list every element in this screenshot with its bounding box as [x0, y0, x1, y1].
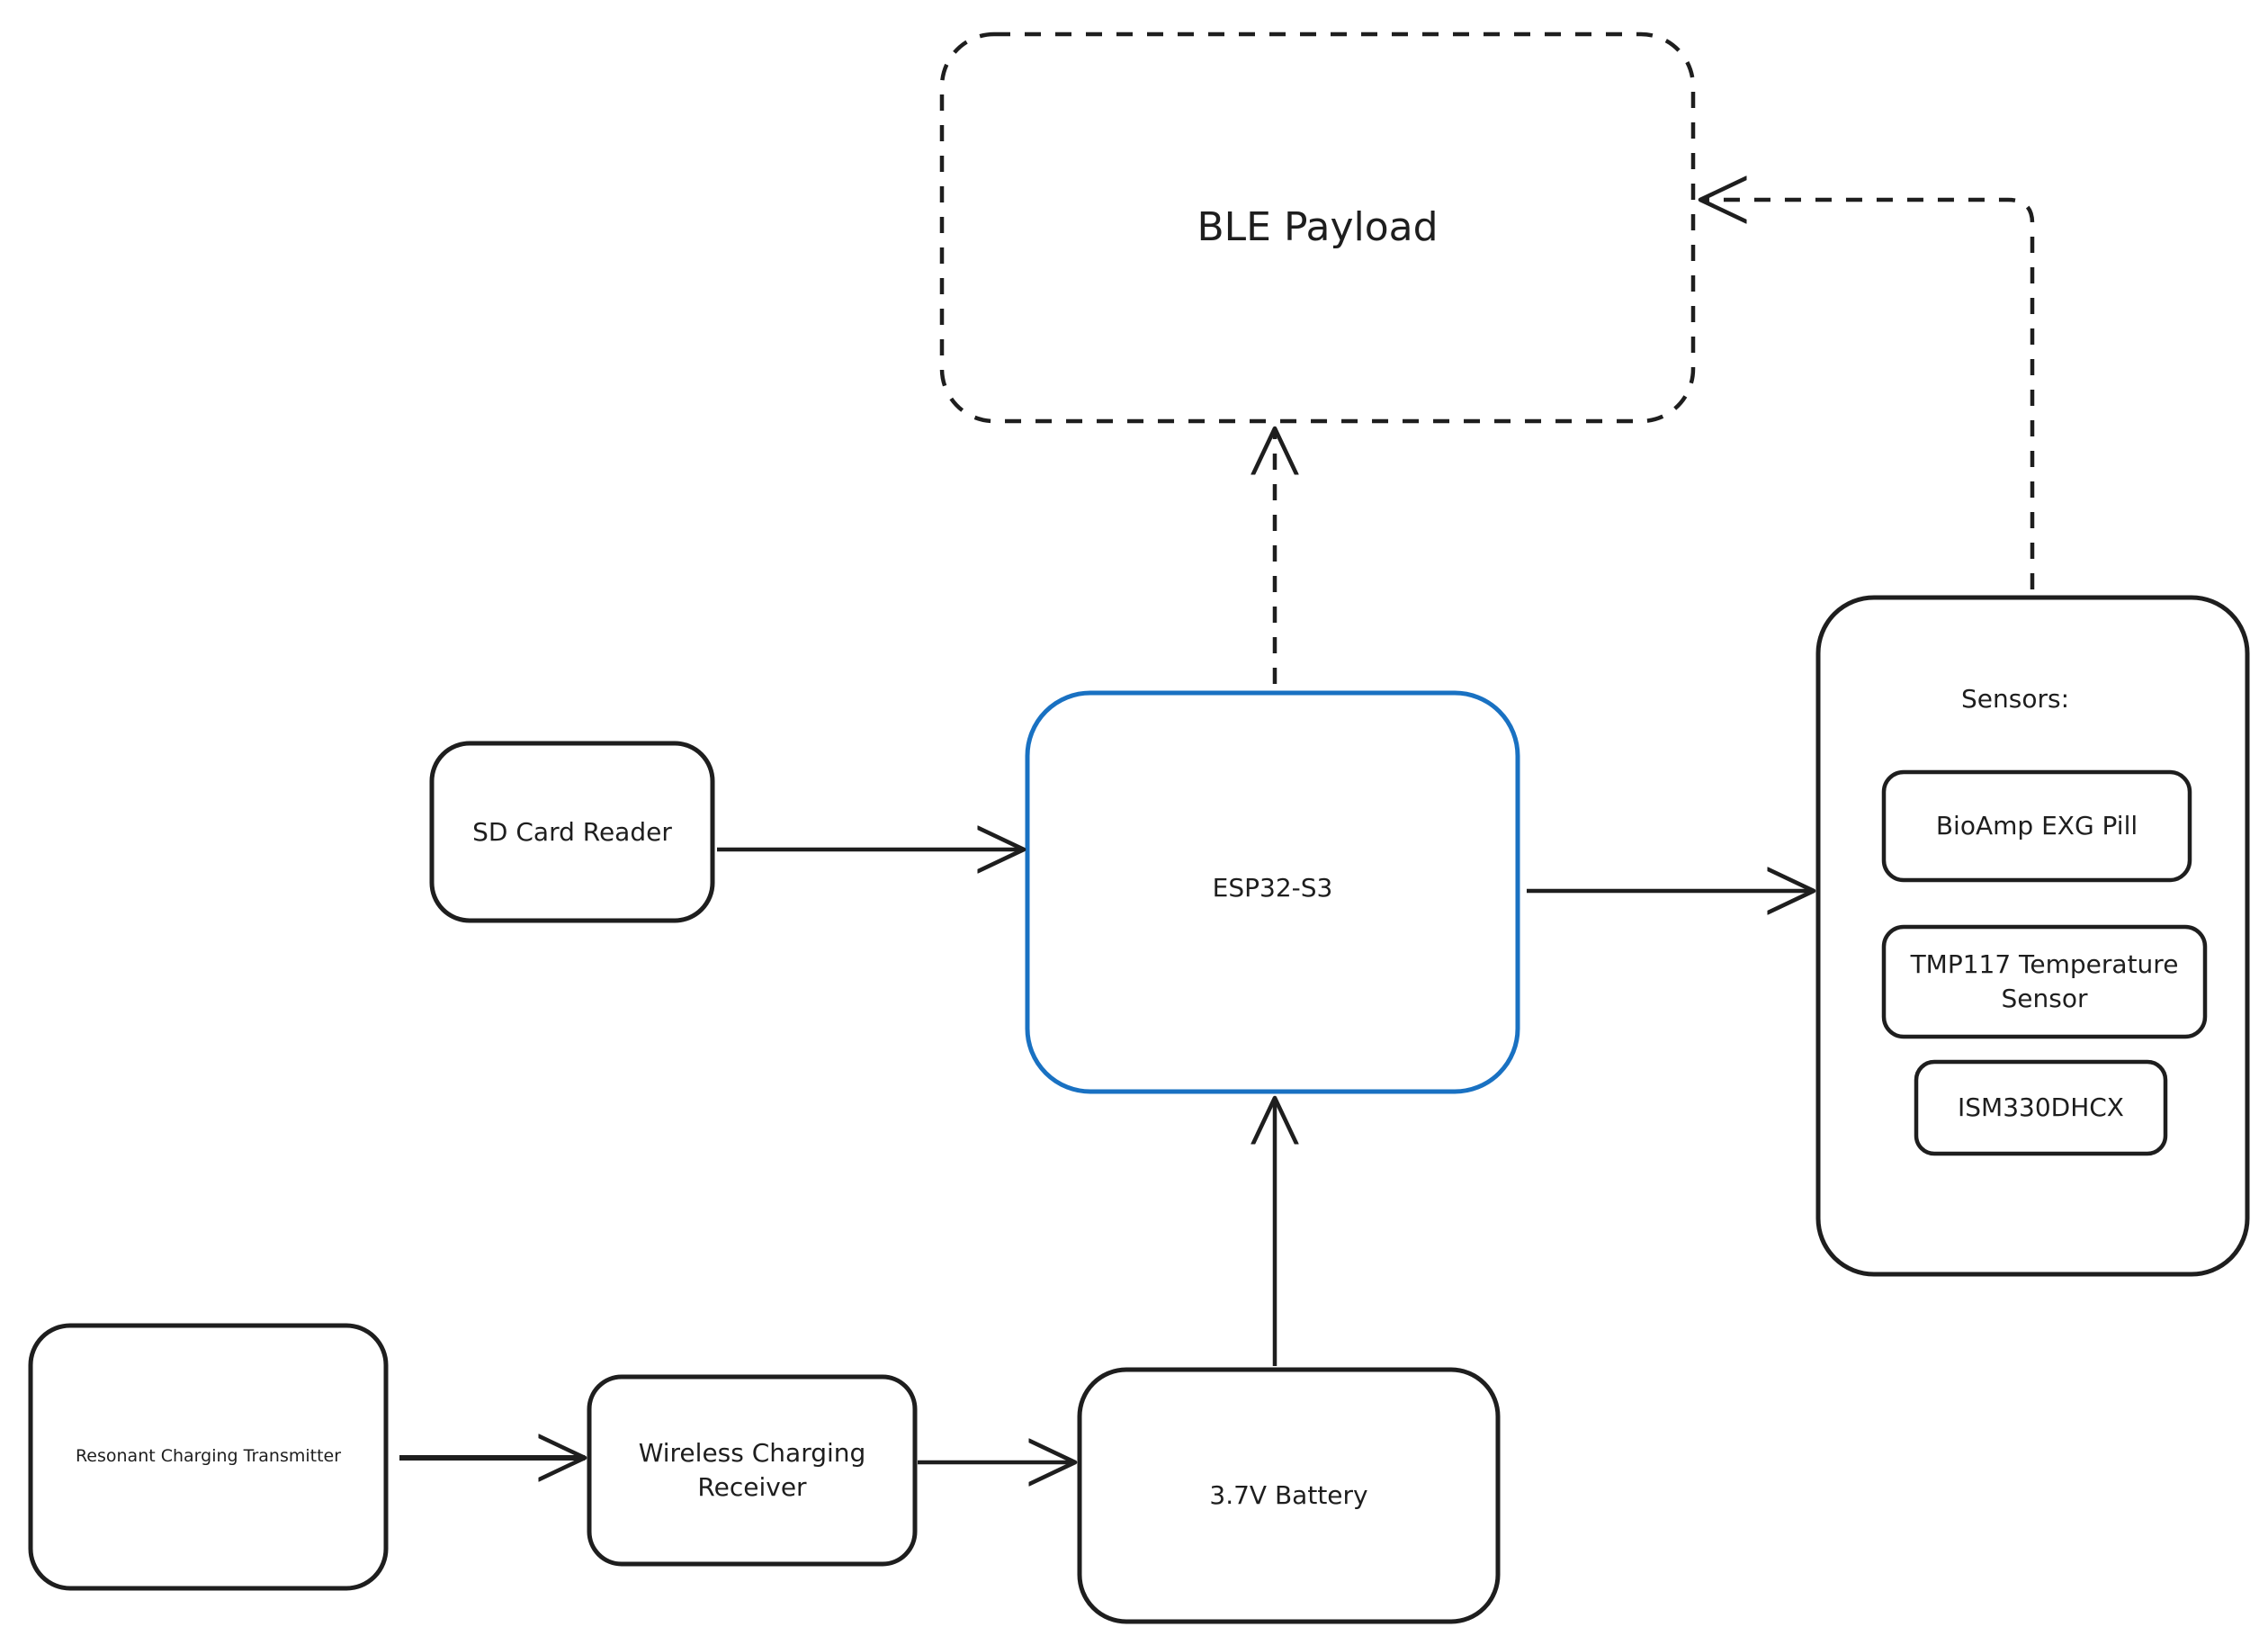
sd-card-label: SD Card Reader	[472, 816, 672, 847]
ism330-label: ISM330DHCX	[1958, 1092, 2124, 1123]
tmp117-box[interactable]	[1881, 924, 2208, 1039]
arrow-sensors-to-ble	[1700, 200, 2035, 589]
ism330-box[interactable]	[1914, 1059, 2168, 1156]
transmitter-label: Resonant Charging Transmitter	[75, 1446, 342, 1467]
sensors-title: Sensors:	[1961, 684, 2069, 715]
battery-box[interactable]	[1077, 1367, 1501, 1624]
bioamp-label: BioAmp EXG Pill	[1935, 811, 2138, 841]
ble-payload-box[interactable]	[939, 31, 1696, 424]
tmp117-label: TMP117 Temperature Sensor	[1910, 949, 2179, 1013]
ble-payload-label: BLE Payload	[1197, 204, 1439, 251]
sensors-box[interactable]	[1815, 595, 2250, 1277]
receiver-label: Wireless Charging Receiver	[638, 1438, 866, 1502]
sd-card-box[interactable]	[429, 741, 715, 923]
esp32-label: ESP32-S3	[1212, 872, 1333, 903]
transmitter-box[interactable]	[28, 1323, 389, 1591]
battery-label: 3.7V Battery	[1209, 1480, 1368, 1511]
bioamp-box[interactable]	[1881, 769, 2192, 883]
esp32-box[interactable]	[1025, 690, 1520, 1094]
receiver-box[interactable]	[587, 1374, 918, 1567]
